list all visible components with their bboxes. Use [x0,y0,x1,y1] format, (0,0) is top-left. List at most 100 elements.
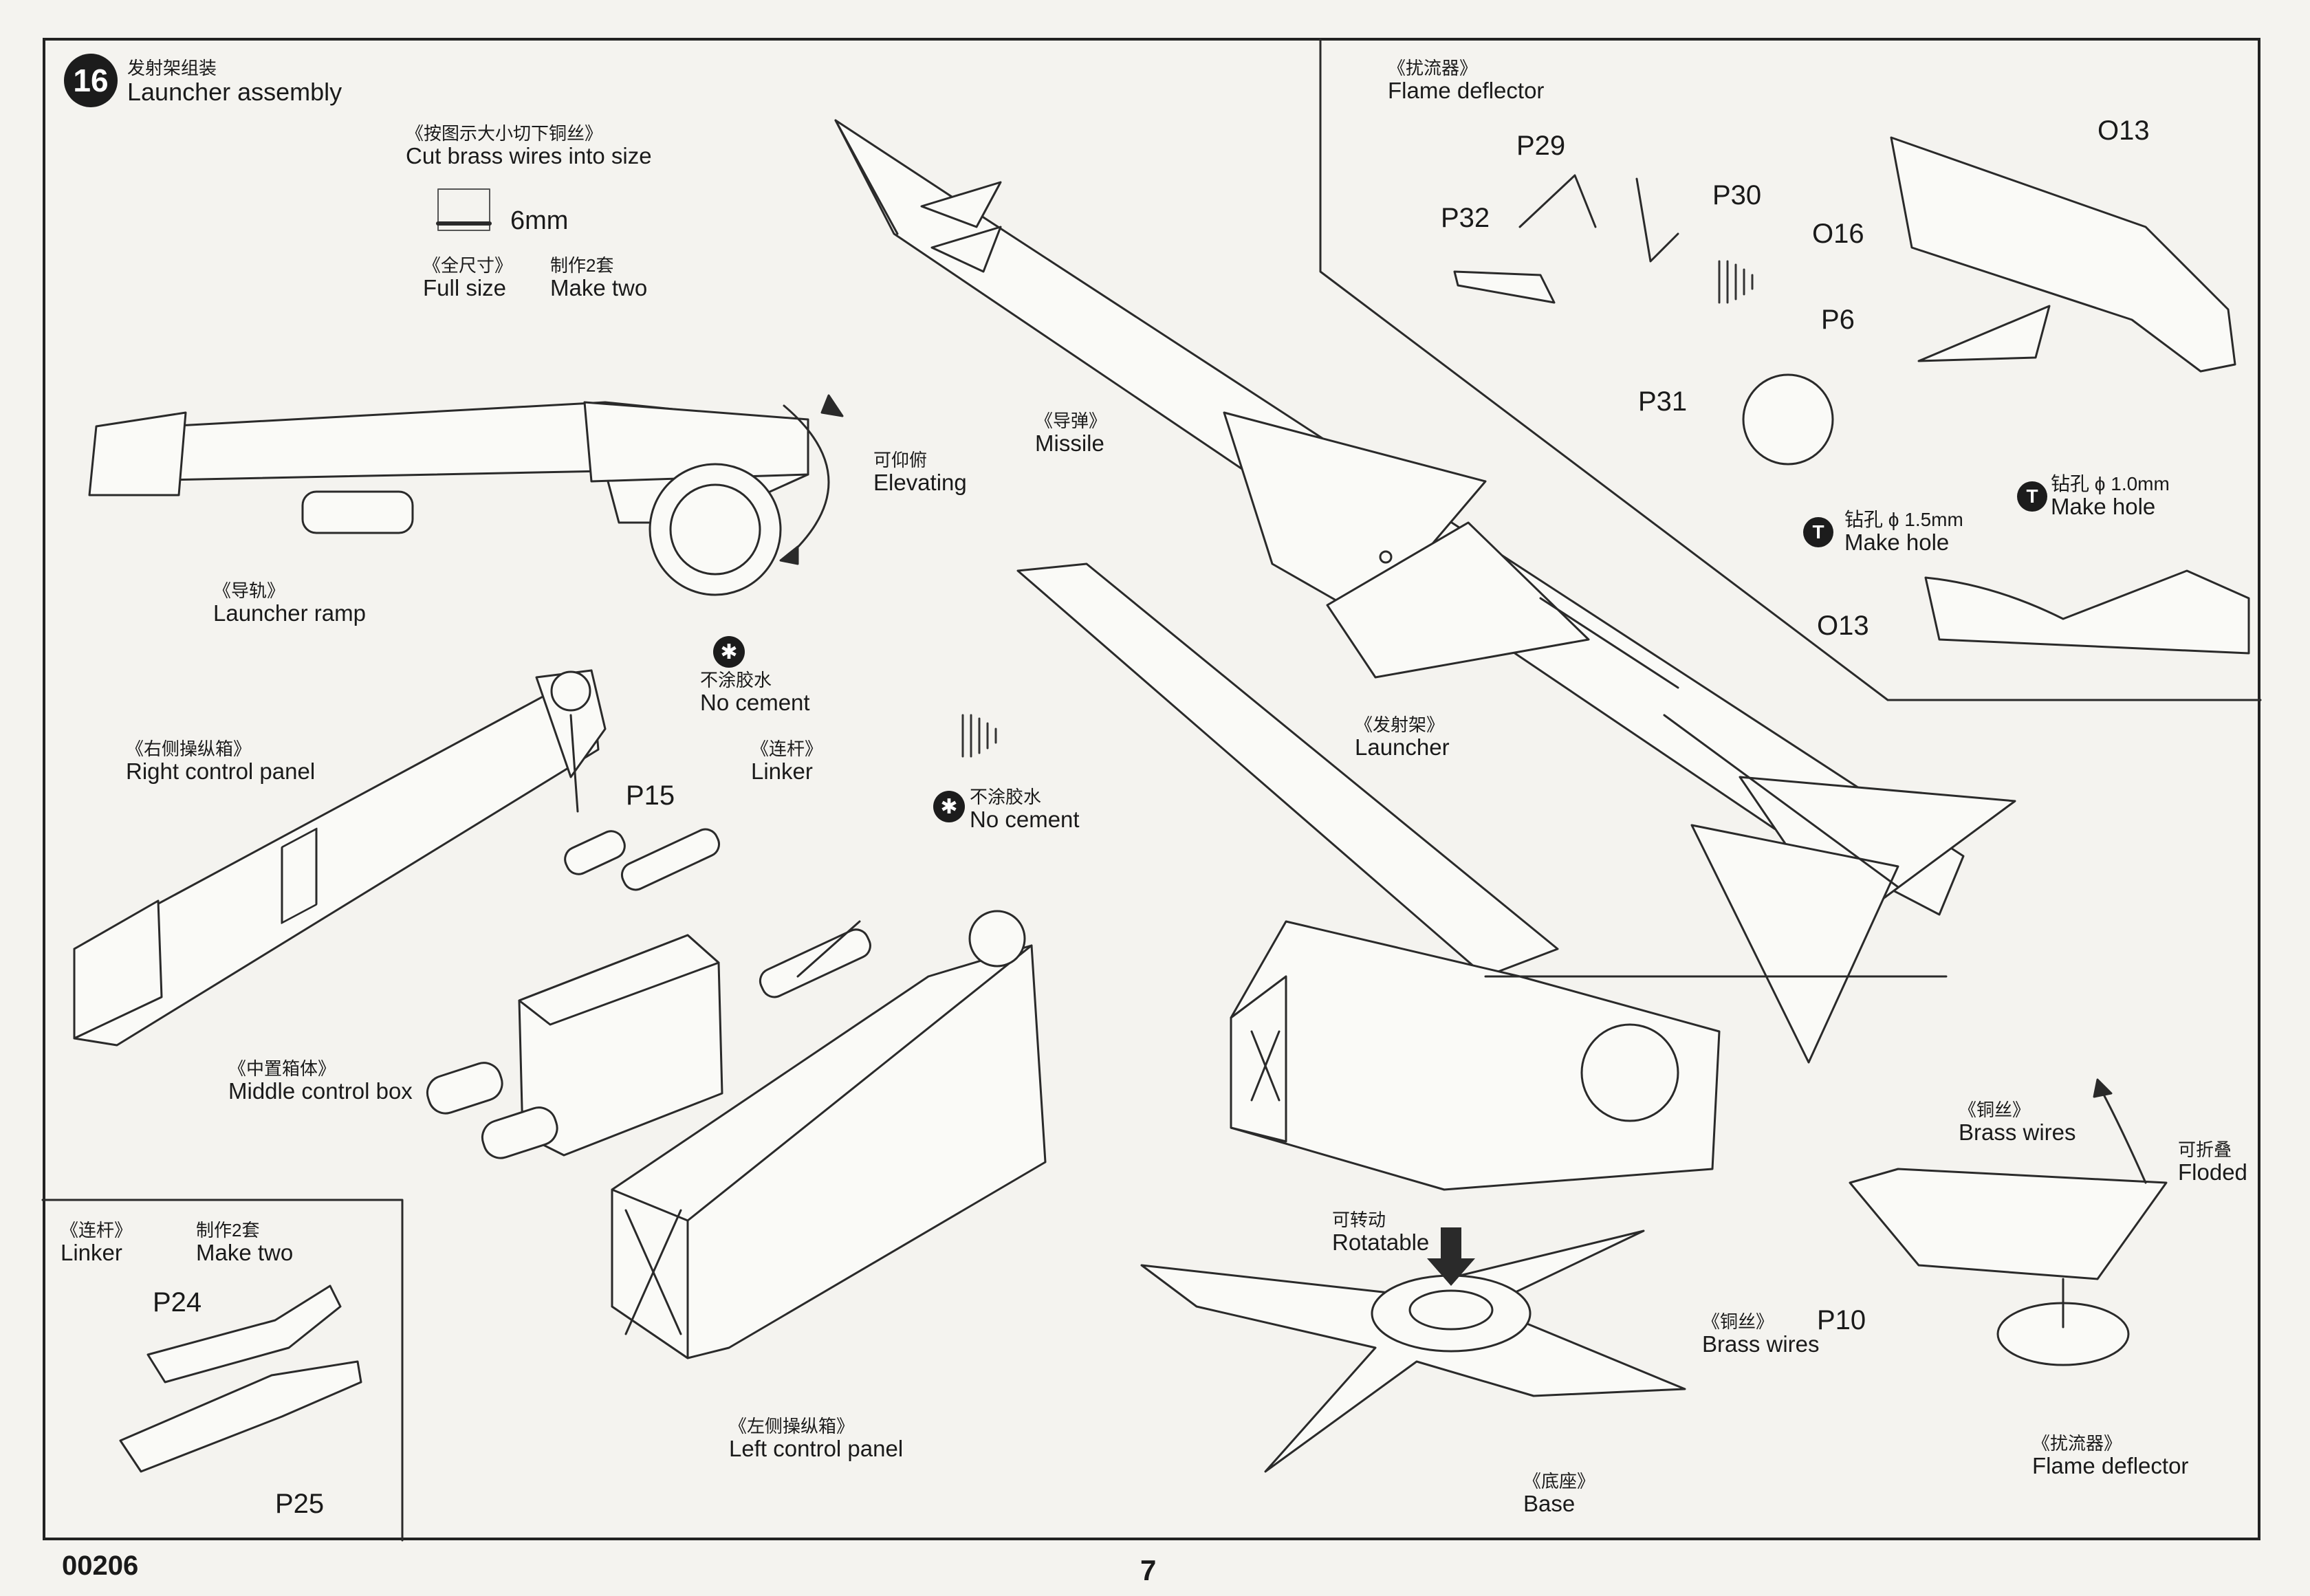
linker-inset-en: Linker [61,1240,122,1266]
launcher-ramp-label: 《导轨》 Launcher ramp [213,580,366,626]
launcher-cn: 《发射架》 [1355,714,1445,735]
drill-icon: T [2017,481,2047,512]
part-p29: P29 [1516,131,1566,161]
brass-wires-label-1: 《铜丝》 Brass wires [1959,1100,2076,1146]
hole10-en: Make hole [2051,494,2156,520]
launcher-label: 《发射架》 Launcher [1355,714,1450,761]
make-two-note: 制作2套 Make two [550,255,647,301]
part-p6: P6 [1821,305,1855,335]
linker-drawing [564,714,871,998]
wire-length: 6mm [510,206,569,235]
left-control-panel-drawing [611,910,1047,1359]
part-o13-bottom: O13 [1817,611,1869,641]
elevating-label: 可仰俯 Elevating [873,450,967,496]
part-o16: O16 [1812,219,1864,249]
cut-wires-note: 《按图示大小切下铜丝》 Cut brass wires into size [406,123,652,169]
base-label: 《底座》 Base [1523,1471,1595,1517]
no-cement-icon: ✱ [933,791,965,822]
part-p15: P15 [626,780,675,811]
flame-deflector-drawing [1849,1078,2168,1366]
launcher-en: Launcher [1355,734,1450,761]
no-cement-cn-1: 不涂胶水 [700,670,772,690]
no-cement-cn-2: 不涂胶水 [970,787,1042,807]
cut-wires-en: Cut brass wires into size [406,143,652,169]
left-panel-en: Left control panel [729,1436,904,1462]
middle-box-label: 《中置箱体》 Middle control box [228,1058,413,1104]
make-two-cn: 制作2套 [550,255,614,276]
flame-deflector-label-top: 《扰流器》 Flame deflector [1388,58,1544,104]
linker-inset-cn: 《连杆》 [61,1220,133,1240]
full-size-cn: 《全尺寸》 [423,255,513,276]
no-cement-en-2: No cement [970,807,1080,833]
assembly-arrow-icons [961,260,1754,758]
launcher-ramp-drawing [88,394,844,596]
right-control-panel-label: 《右侧操纵箱》 Right control panel [126,739,315,785]
middle-box-en: Middle control box [228,1078,413,1104]
middle-control-box-drawing [426,934,723,1159]
linker-label: 《连杆》 Linker [751,739,822,785]
base-drawing [1140,1227,1686,1473]
step-number-badge: 16 [64,54,118,107]
right-panel-cn: 《右侧操纵箱》 [126,739,252,759]
flame-deflector-cn-top: 《扰流器》 [1388,58,1478,78]
part-p30: P30 [1712,180,1762,210]
left-panel-cn: 《左侧操纵箱》 [729,1416,855,1436]
part-p32: P32 [1441,203,1490,233]
rotatable-cn: 可转动 [1332,1210,1386,1230]
flame-deflector-en-top: Flame deflector [1388,78,1545,104]
page-frame [43,38,2260,1540]
wire-sample-drawing [436,188,492,231]
launcher-ramp-en: Launcher ramp [213,600,366,626]
step-title-en: Launcher assembly [127,78,342,107]
linker-inset-label: 《连杆》 Linker [61,1220,133,1266]
brass-wires-cn-1: 《铜丝》 [1959,1100,2031,1120]
missile-drawing [834,119,2016,1064]
hole15-cn: 钻孔 ϕ 1.5mm [1844,509,1963,530]
part-p10: P10 [1817,1305,1866,1335]
brass-wires-en-1: Brass wires [1959,1119,2076,1146]
rotatable-en: Rotatable [1332,1229,1430,1256]
rotatable-label: 可转动 Rotatable [1332,1210,1429,1256]
linker-inset-make-two: 制作2套 Make two [196,1220,294,1266]
launcher-ramp-cn: 《导轨》 [213,580,285,601]
linker-cn: 《连杆》 [751,739,823,759]
part-p25: P25 [275,1489,325,1519]
linker-make-two-cn: 制作2套 [196,1220,260,1240]
folded-cn: 可折叠 [2178,1139,2232,1160]
hole10-cn: 钻孔 ϕ 1.0mm [2051,473,2170,494]
linker-make-two-en: Make two [196,1240,294,1266]
part-p31: P31 [1638,386,1688,417]
brass-wires-label-2: 《铜丝》 Brass wires [1702,1311,1820,1357]
full-size-note: 《全尺寸》 Full size [423,255,513,301]
full-size-en: Full size [423,275,507,301]
missile-cn: 《导弹》 [1035,411,1107,431]
hole-10-label: 钻孔 ϕ 1.0mm Make hole [2051,473,2170,520]
missile-en: Missile [1035,430,1104,457]
brass-wires-cn-2: 《铜丝》 [1702,1311,1774,1332]
part-p24: P24 [153,1287,202,1318]
right-panel-en: Right control panel [126,758,316,785]
brass-wires-en-2: Brass wires [1702,1331,1820,1357]
no-cement-en-1: No cement [700,690,810,716]
no-cement-label-1: 不涂胶水 No cement [700,670,810,716]
right-control-panel-drawing [73,669,607,1047]
launcher-drawing [1016,562,1948,1191]
middle-box-cn: 《中置箱体》 [228,1058,336,1079]
base-en: Base [1523,1491,1576,1517]
flame-deflector-parts-drawing [1453,136,2250,655]
step-title: 发射架组装 Launcher assembly [127,58,342,106]
folded-en: Floded [2178,1159,2247,1185]
linker-en: Linker [751,758,813,785]
page-number: 7 [1140,1554,1157,1586]
linker-inset-drawing [119,1285,362,1473]
elevating-en: Elevating [873,470,967,496]
cut-wires-cn: 《按图示大小切下铜丝》 [406,123,603,144]
no-cement-label-2: 不涂胶水 No cement [970,787,1080,833]
hole-15-label: 钻孔 ϕ 1.5mm Make hole [1844,509,1963,556]
page-code: 00206 [62,1551,139,1581]
folded-label: 可折叠 Floded [2178,1139,2247,1185]
drill-icon: T [1803,517,1833,547]
step-title-cn: 发射架组装 [127,58,217,78]
missile-label: 《导弹》 Missile [1035,411,1107,457]
